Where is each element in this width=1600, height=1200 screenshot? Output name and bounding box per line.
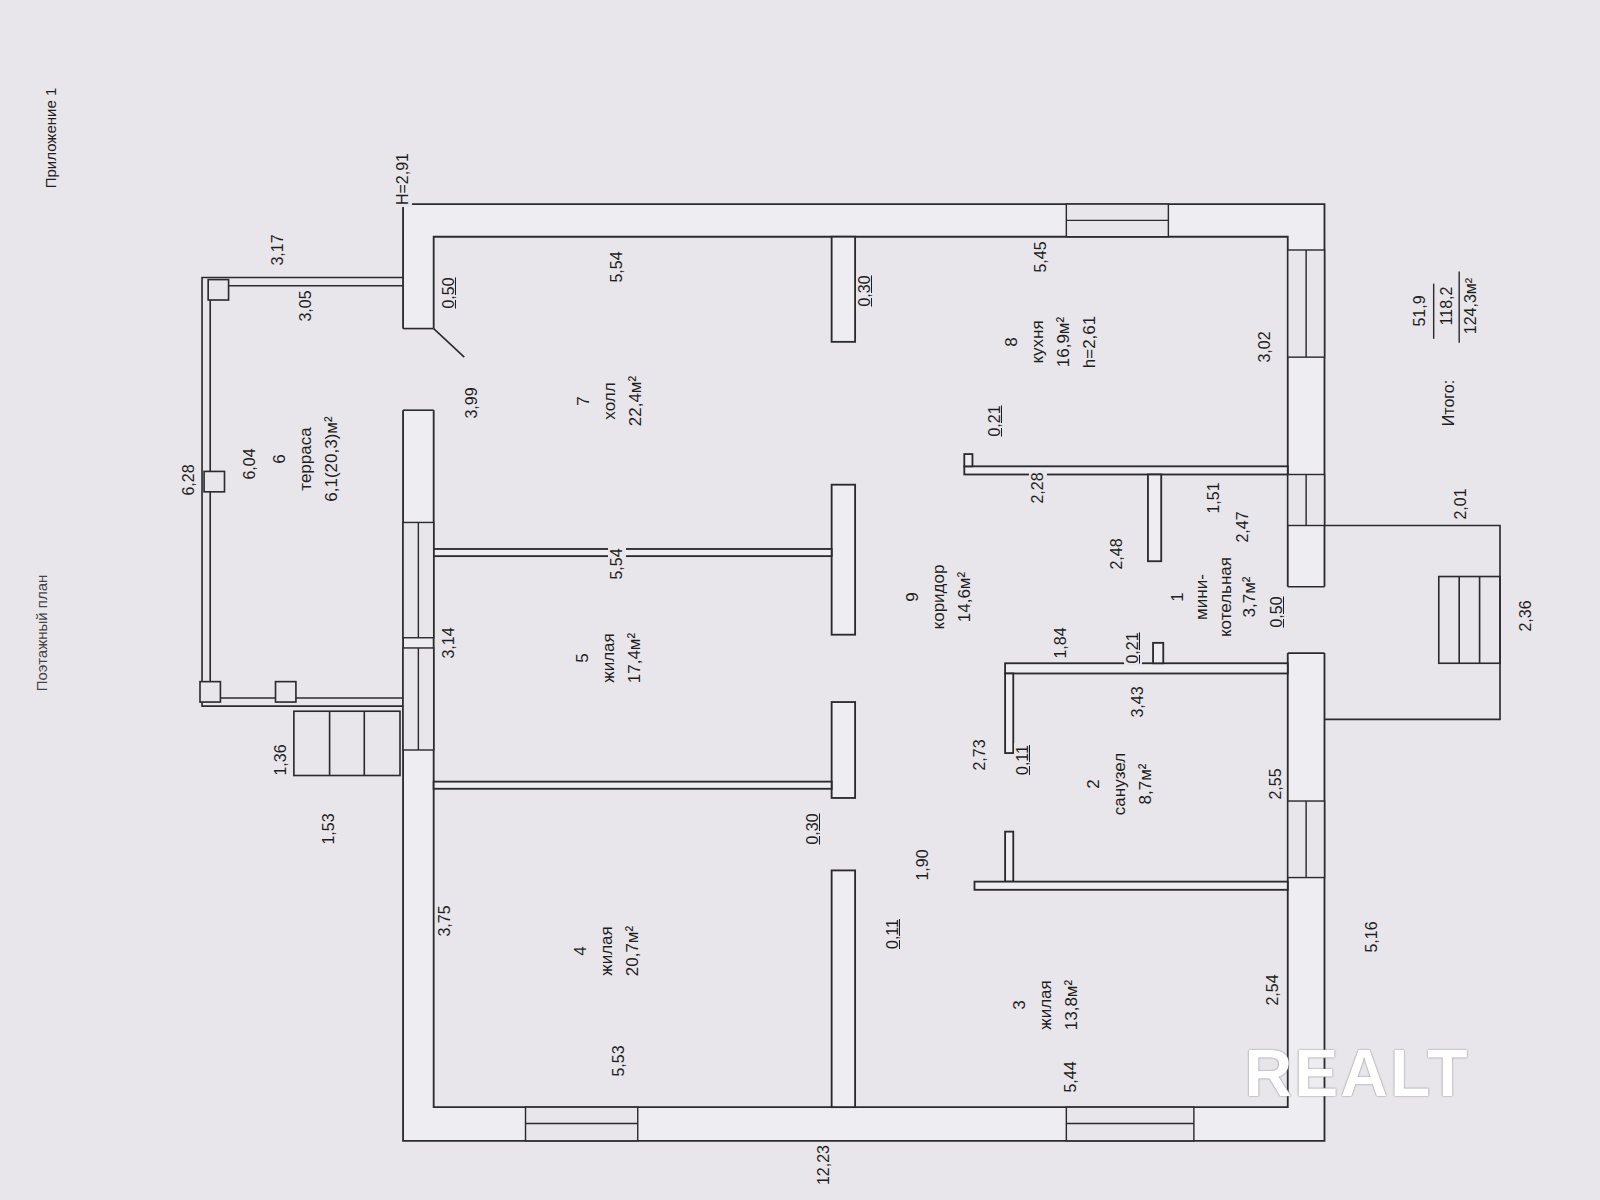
dimension-label: 3,02 [1256,329,1274,364]
room-text: h=2,61 [1077,316,1103,368]
dimension-label: 2,01 [1452,487,1470,522]
dimension-label: 2,28 [1029,470,1047,505]
room-text: мини- котельная [1190,549,1238,644]
dimension-label: 0,11 [884,917,902,951]
room: 6терраса6,1(20,3)м² [209,286,408,699]
room-label: 6терраса6,1(20,3)м² [267,416,345,501]
dimension-label: 2,73 [971,738,989,773]
plan-title: Поэтажный план [32,574,49,691]
dimension-label: 0,30 [856,273,874,308]
room-text: 2 [1081,753,1107,815]
room-text: 5 [570,633,596,683]
room-label: 3жилая13,8м² [1007,980,1085,1030]
room-text: 22,4м² [623,376,649,426]
room-text: 4 [568,926,594,976]
dimension-label: 6,04 [241,447,259,482]
dimension-label: 2,36 [1517,599,1535,634]
dimension-label: 6,28 [180,462,198,497]
area-total: 51,9 [1411,294,1429,329]
room-label: 2санузел8,7м² [1081,753,1159,815]
room-label: 8кухня16,9м²h=2,61 [999,316,1103,368]
dimension-label: 1,53 [320,811,338,846]
room-text: 14,6м² [952,564,978,629]
room-label: 7холл22,4м² [571,376,649,426]
dimension-label: 2,47 [1234,509,1252,544]
room-text: 6 [267,416,293,501]
room-text: жилая [596,633,622,683]
dimension-label: 5,16 [1363,919,1381,954]
room-text: санузел [1107,753,1133,815]
room: 1мини- котельная3,7м² [1161,474,1288,663]
room: 9коридор14,6м² [855,474,1005,877]
room-text: 3,7м² [1238,549,1262,644]
room-text: 13,8м² [1059,980,1085,1030]
area-total: 118,2 [1438,285,1456,328]
annex-label: Приложение 1 [42,86,60,191]
dimension-label: 5,53 [610,1044,628,1079]
dimension-label: 5,54 [608,547,626,582]
room-text: 8 [999,316,1025,368]
room-label: 1мини- котельная3,7м² [1166,549,1262,644]
dimension-label: 2,54 [1264,972,1282,1007]
dimension-label: 3,43 [1129,684,1147,719]
dimension-label: 0,21 [1124,630,1142,665]
dimension-label: 5,44 [1062,1059,1080,1094]
watermark: REALT [1243,1038,1472,1108]
room: 4жилая20,7м² [434,789,832,1107]
room-text: 3 [1007,980,1033,1030]
dimension-label: 1,90 [914,848,932,883]
dimension-label: 3,17 [269,232,287,267]
dimension-label: 2,48 [1108,537,1126,572]
room: 5жилая17,4м² [434,556,832,782]
dimension-label: 12,23 [815,1143,833,1187]
dimension-label: 1,84 [1052,625,1070,660]
room-label: 9коридор14,6м² [900,564,978,629]
doors [401,329,1327,653]
height-label: H=2,91 [394,151,412,207]
dimension-label: 0,21 [986,404,1004,439]
room-text: 7 [571,376,597,426]
dimension-label: 1,36 [272,743,290,778]
dimension-label: 3,14 [440,625,458,660]
room-text: коридор [926,564,952,629]
room-text: 20,7м² [620,926,646,976]
room-text: 17,4м² [622,633,648,683]
dimension-label: 5,54 [608,250,626,285]
porch [1324,526,1500,720]
dimension-label: 0,11 [1014,743,1032,777]
dimension-label: 5,45 [1032,240,1050,275]
room-text: 8,7м² [1133,753,1159,815]
dimension-label: 2,55 [1267,766,1285,801]
walls [403,204,1324,1141]
room-text: 6,1(20,3)м² [319,416,345,501]
area-total: 124,3м² [1462,276,1480,336]
room: 7холл22,4м² [434,237,832,549]
room: 2санузел8,7м² [1013,673,1287,881]
dimension-label: 1,51 [1205,480,1223,515]
room-text: 9 [900,564,926,629]
dimension-label: 3,75 [436,904,454,939]
dimension-label: 3,05 [297,289,315,324]
dimension-label: 0,50 [1268,595,1286,630]
total-label: Итого: [1440,378,1458,428]
room-text: холл [597,376,623,426]
dimension-label: 0,30 [804,811,822,846]
room-label: 5жилая17,4м² [570,633,648,683]
room-label: 4жилая20,7м² [568,926,646,976]
room-text: 16,9м² [1051,316,1077,368]
room-text: жилая [1033,980,1059,1030]
windows [403,204,1324,1141]
terrace-outline [200,278,408,776]
fraction-lines [1434,271,1460,342]
room-text: терраса [293,416,319,501]
room-text: жилая [594,926,620,976]
room-text: 1 [1166,549,1190,644]
room-text: кухня [1025,316,1051,368]
dimension-label: 3,99 [463,385,481,420]
dimension-label: 0,50 [440,275,458,310]
room: 8кухня16,9м²h=2,61 [855,237,1288,467]
